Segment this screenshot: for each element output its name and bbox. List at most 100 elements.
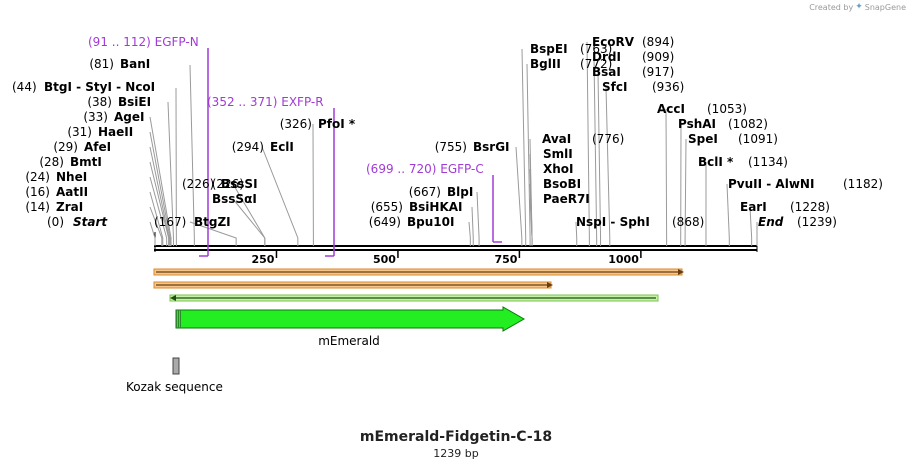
site-pos: (1134) <box>748 155 788 169</box>
site-name: End <box>758 215 784 229</box>
site-label-25[interactable]: BsoBI <box>543 177 581 191</box>
site-label-16[interactable]: (649)Bpu10I <box>369 215 455 229</box>
site-line-27 <box>575 221 578 246</box>
site-label-0[interactable]: (0) Start <box>47 215 108 229</box>
site-line-8 <box>167 101 174 246</box>
site-name: AvaI <box>542 132 571 146</box>
site-pos: (16) <box>25 185 50 199</box>
site-line-20 <box>521 48 527 246</box>
site-label-8[interactable]: (38)BsiEI <box>87 95 151 109</box>
site-label-32[interactable]: AccI(1053) <box>657 102 747 116</box>
site-pos: (917) <box>642 65 674 79</box>
site-label-6[interactable]: (31)HaeII <box>67 125 133 139</box>
site-label-27[interactable]: (868)NspI - SphI <box>576 215 704 229</box>
site-pos: (868) <box>672 215 704 229</box>
site-line-21 <box>526 63 531 246</box>
site-label-33[interactable]: PshAI(1082) <box>678 117 768 131</box>
site-name: AgeI <box>114 110 144 124</box>
site-name: BanI <box>120 57 150 71</box>
primer-label-1[interactable]: (352 .. 371) EXFP-R <box>207 95 324 109</box>
site-line-26 <box>529 198 533 246</box>
site-name: BtgI - StyI - NcoI <box>44 80 155 94</box>
primer-label-0[interactable]: (91 .. 112) EGFP-N <box>88 35 199 49</box>
snapgene-logo-icon: ✦ <box>855 2 863 12</box>
site-label-11[interactable]: (167)BtgZI <box>154 215 231 229</box>
site-label-9[interactable]: (44)BtgI - StyI - NcoI <box>12 80 155 94</box>
site-label-2[interactable]: (16)AatII <box>25 185 88 199</box>
site-label-22[interactable]: AvaI (776) <box>542 132 624 146</box>
site-label-26[interactable]: PaeR7I <box>543 192 590 206</box>
site-label-1[interactable]: (14)ZraI <box>25 200 83 214</box>
site-label-5[interactable]: (29)AfeI <box>53 140 111 154</box>
site-pos: (226) <box>182 177 214 191</box>
site-name: Start <box>73 215 108 229</box>
site-label-13[interactable]: BssSαI <box>212 192 257 206</box>
site-pos: (81) <box>89 57 114 71</box>
site-name: DrdI <box>592 50 621 64</box>
site-label-29[interactable]: DrdI (909) <box>592 50 674 64</box>
site-label-30[interactable]: BsaI(917) <box>592 65 674 79</box>
site-pos: (1182) <box>843 177 883 191</box>
site-line-10 <box>189 64 195 246</box>
site-label-34[interactable]: SpeI(1091) <box>688 132 778 146</box>
site-line-2 <box>149 191 164 246</box>
site-name: BsrGI <box>473 140 510 154</box>
site-line-31 <box>605 86 611 246</box>
site-name: BspEI <box>530 42 568 56</box>
site-label-35[interactable]: BclI *(1134) <box>698 155 788 169</box>
site-pos: (294) <box>232 140 264 154</box>
site-pos: (1091) <box>738 132 778 146</box>
site-label-14[interactable]: (294) EclI <box>232 140 294 154</box>
site-label-3[interactable]: (24)NheI <box>25 170 87 184</box>
site-label-24[interactable]: XhoI <box>543 162 574 176</box>
site-name: AccI <box>657 102 685 116</box>
site-label-37[interactable]: EarI(1228) <box>740 200 830 214</box>
site-label-12[interactable]: (226)(226)BssSI <box>182 177 258 191</box>
site-label-4[interactable]: (28)BmtI <box>39 155 102 169</box>
site-label-21[interactable]: BglII(772) <box>530 57 612 71</box>
site-pos: (667) <box>409 185 441 199</box>
site-line-1 <box>149 206 163 246</box>
site-pos: (776) <box>592 132 624 146</box>
site-label-19[interactable]: (755)BsrGI <box>435 140 510 154</box>
site-name: SmlI <box>543 147 573 161</box>
site-name: PfoI * <box>318 117 356 131</box>
site-pos: (936) <box>652 80 684 94</box>
created-by-text: Created by <box>809 2 854 12</box>
site-name: XhoI <box>543 162 574 176</box>
memerald-feature-start-stripe <box>176 310 181 328</box>
site-label-7[interactable]: (33)AgeI <box>83 110 144 124</box>
site-name: EarI <box>740 200 767 214</box>
site-label-36[interactable]: (1182)PvuII - AlwNI <box>728 177 883 191</box>
site-label-18[interactable]: (667) BlpI <box>409 185 474 199</box>
site-label-38[interactable]: (1239)End <box>758 215 837 229</box>
site-label-23[interactable]: SmlI <box>543 147 573 161</box>
site-label-31[interactable]: SfcI(936) <box>602 80 684 94</box>
site-name: BlpI <box>447 185 473 199</box>
primer-label-2[interactable]: (699 .. 720) EGFP-C <box>366 162 484 176</box>
site-pos: (894) <box>642 35 674 49</box>
site-label-17[interactable]: (655)BsiHKAI <box>371 200 463 214</box>
site-label-28[interactable]: EcoRV(894) <box>592 35 674 49</box>
site-name: PshAI <box>678 117 716 131</box>
site-name: EclI <box>270 140 294 154</box>
snapgene-branding: Created by ✦ SnapGene <box>809 2 906 12</box>
site-line-36 <box>726 183 730 246</box>
scale-tick-label-1000: 1000 <box>608 253 639 266</box>
site-pos: (909) <box>642 50 674 64</box>
site-label-15[interactable]: (326)PfoI * <box>280 117 356 131</box>
site-line-32 <box>665 108 668 246</box>
site-label-20[interactable]: BspEI(763) <box>530 42 612 56</box>
site-label-10[interactable]: (81) BanI <box>89 57 150 71</box>
site-pos: (0) <box>47 215 64 229</box>
memerald-feature-arrow[interactable] <box>175 306 526 332</box>
site-pos: (31) <box>67 125 92 139</box>
site-name: BtgZI <box>194 215 231 229</box>
orf-bar-1-arrow <box>678 269 684 275</box>
site-line-16 <box>468 221 471 246</box>
site-line-17 <box>471 206 474 246</box>
snapgene-name: SnapGene <box>864 2 906 12</box>
kozak-feature-box[interactable] <box>172 357 180 375</box>
